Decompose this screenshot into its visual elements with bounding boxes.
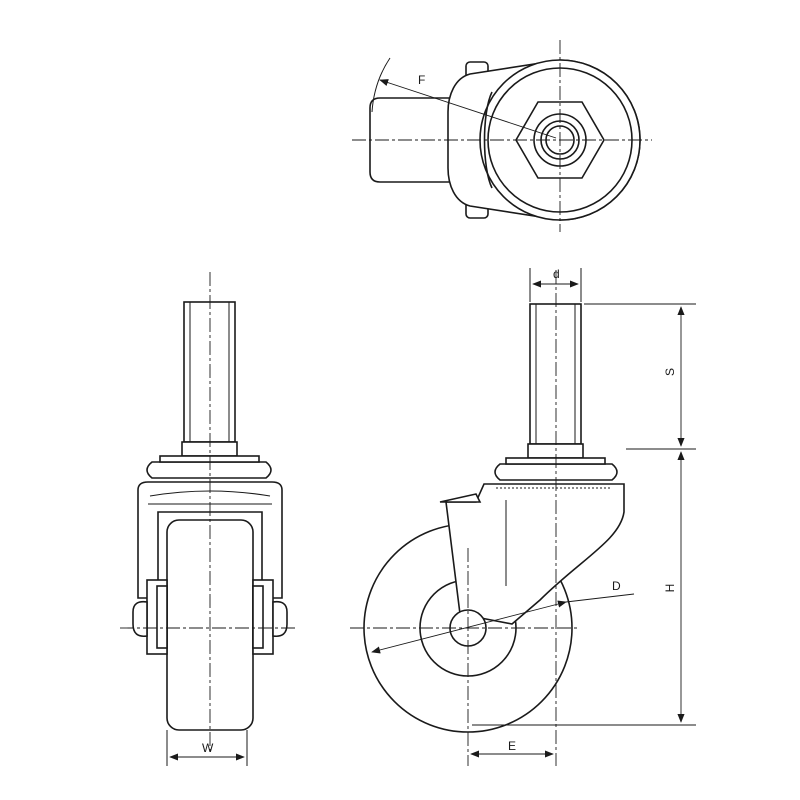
dimension-w-label: W <box>202 741 214 755</box>
front-hex-nut <box>181 441 238 457</box>
side-fork <box>445 483 625 625</box>
dimension-s-label: S <box>663 368 677 376</box>
dimension-h-label: H <box>663 584 677 593</box>
front-fork <box>137 481 283 599</box>
front-plate <box>159 455 260 463</box>
dimension-d-label: d <box>553 267 560 281</box>
front-washer <box>146 461 272 479</box>
top-view: F <box>352 40 652 232</box>
front-boss-right-inner <box>252 585 264 649</box>
dimension-f-label: F <box>418 73 425 87</box>
front-view: W <box>120 272 298 766</box>
front-boss-left-inner <box>156 585 168 649</box>
front-axle-head-left <box>132 600 148 638</box>
side-plate <box>505 457 606 465</box>
dimension-d-diameter-line <box>371 600 567 654</box>
side-hex-nut <box>527 443 584 459</box>
dimension-e-label: E <box>508 739 516 753</box>
side-stem <box>529 303 582 445</box>
swivel-arc <box>371 57 391 113</box>
dimension-diameter-label: D <box>612 579 621 593</box>
side-view: d S H D E <box>350 267 696 766</box>
side-brake-tab <box>439 493 482 503</box>
front-stem <box>183 301 236 443</box>
front-axle-head-right <box>272 600 288 638</box>
dimension-f-line <box>379 79 557 139</box>
